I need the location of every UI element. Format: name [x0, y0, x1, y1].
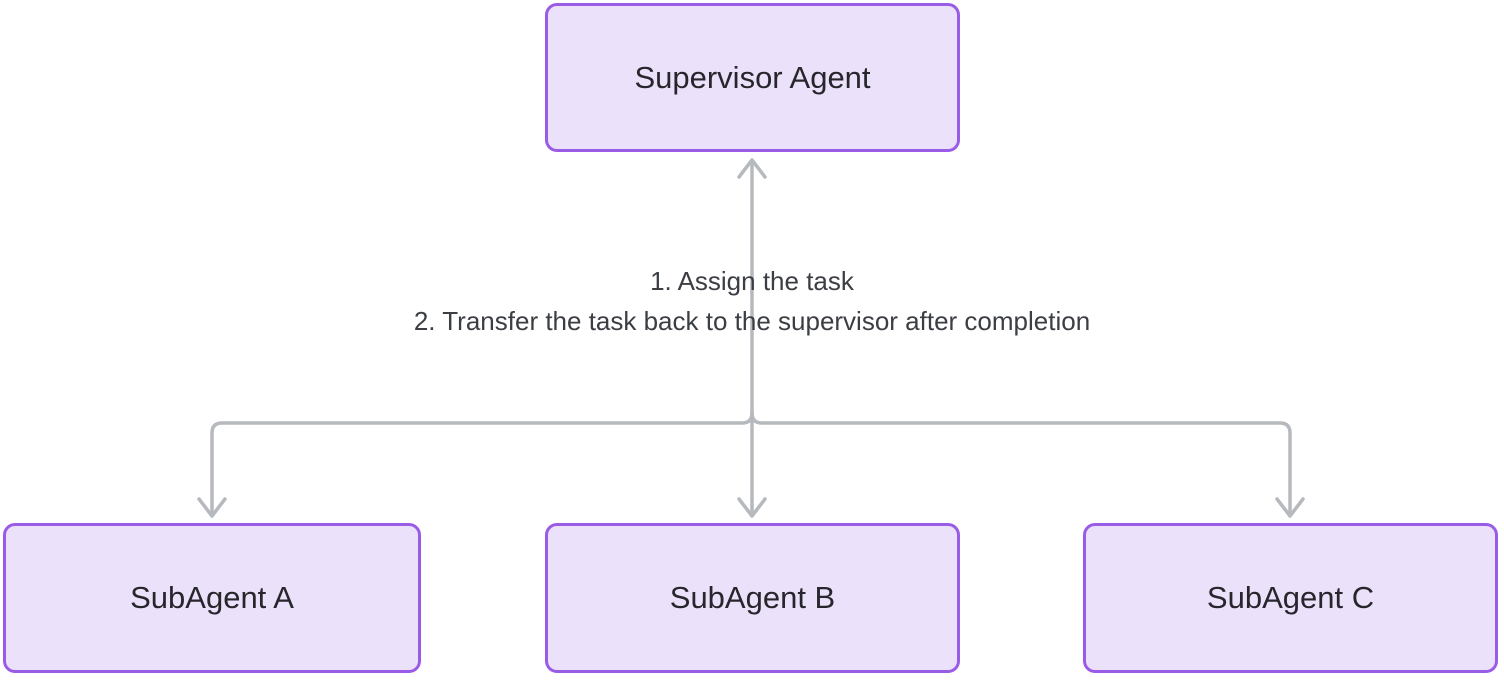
node-subagent-a: SubAgent A	[3, 523, 421, 673]
node-subagent-b: SubAgent B	[545, 523, 960, 673]
connector-junction-to-subagent-a	[210, 411, 754, 516]
arrowhead-up-icon	[737, 158, 767, 179]
connector-junction-to-subagent-c	[750, 411, 1292, 516]
node-supervisor-agent: Supervisor Agent	[545, 3, 960, 152]
arrowhead-down-subagent-b-icon	[737, 497, 767, 518]
node-subagent-b-label: SubAgent B	[669, 580, 836, 615]
node-subagent-c-label: SubAgent C	[1206, 580, 1375, 615]
edge-label-line-1: 1. Assign the task	[650, 266, 854, 296]
node-subagent-a-label: SubAgent A	[130, 580, 294, 615]
arrowhead-down-subagent-c-icon	[1275, 497, 1305, 518]
edge-label: 1. Assign the task 2. Transfer the task …	[0, 261, 1504, 341]
edge-label-line-2: 2. Transfer the task back to the supervi…	[413, 306, 1091, 336]
node-subagent-c: SubAgent C	[1083, 523, 1498, 673]
node-supervisor-agent-label: Supervisor Agent	[634, 59, 871, 95]
arrowhead-down-subagent-a-icon	[197, 497, 227, 518]
